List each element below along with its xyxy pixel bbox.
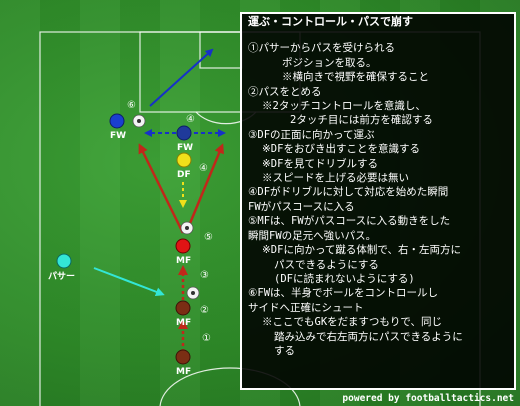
player-label: パサー bbox=[48, 272, 76, 282]
shot-arrow bbox=[149, 48, 214, 107]
instruction-line: 踏み込みで右左両方にパスできるように bbox=[274, 330, 463, 343]
player-label: FW bbox=[110, 131, 127, 141]
step-number: ③ bbox=[200, 270, 209, 281]
player-label: MF bbox=[176, 256, 192, 266]
player-mf-red bbox=[175, 238, 191, 254]
step-number: ⑥ bbox=[127, 100, 136, 111]
center-circle bbox=[159, 367, 301, 406]
player-fw-left bbox=[109, 113, 125, 129]
instruction-line: ①パサーからパスを受けられる bbox=[248, 42, 395, 55]
instruction-line: ※DFに向かって蹴る体制で、右・左両方に bbox=[262, 244, 461, 257]
instruction-line: FWがパスコースに入る bbox=[248, 200, 355, 213]
ball-icon bbox=[132, 114, 146, 128]
player-label: FW bbox=[177, 143, 194, 153]
instruction-line: ※横向きで視野を確保すること bbox=[282, 71, 429, 84]
instruction-line: パスできるようにする bbox=[274, 258, 379, 271]
instruction-line: (DFに読まれないようにする) bbox=[274, 272, 415, 285]
goal-area bbox=[199, 31, 243, 69]
instruction-line: ポジションを取る。 bbox=[282, 56, 377, 69]
step-number: ② bbox=[200, 305, 209, 316]
instruction-line: 2タッチ目には前方を確認する bbox=[290, 114, 433, 127]
instruction-line: ②パスをとめる bbox=[248, 85, 322, 98]
instruction-line: する bbox=[274, 344, 295, 357]
instruction-line: 瞬間FWの足元へ強いパス。 bbox=[248, 229, 377, 242]
player-label: DF bbox=[177, 170, 191, 180]
player-passer bbox=[56, 253, 72, 269]
player-mf-brown-upper bbox=[175, 300, 191, 316]
step-number: ④ bbox=[199, 163, 208, 174]
instruction-line: ※DFをおびき出すことを意識する bbox=[262, 143, 420, 156]
run-left-arrow bbox=[138, 143, 185, 234]
instruction-line: ※2タッチコントロールを意識し、 bbox=[262, 100, 426, 113]
instruction-line: ⑤MFは、FWがパスコースに入る動きをした bbox=[248, 215, 451, 228]
step-number: ⑤ bbox=[204, 232, 213, 243]
player-label: MF bbox=[176, 367, 192, 377]
players bbox=[56, 113, 192, 365]
passer-pass-arrow bbox=[93, 267, 165, 297]
panel-title: 運ぶ・コントロール・パスで崩す bbox=[248, 15, 413, 28]
instruction-panel: 運ぶ・コントロール・パスで崩す ①パサーからパスを受けられるポジションを取る。 ※… bbox=[240, 12, 516, 390]
player-df bbox=[176, 152, 192, 168]
instruction-line: ④DFがドリブルに対して対応を始めた瞬間 bbox=[248, 186, 449, 199]
instruction-line: サイドへ正確にシュート bbox=[248, 301, 364, 314]
player-label: MF bbox=[176, 318, 192, 328]
balls bbox=[132, 114, 200, 300]
step-number: ① bbox=[202, 333, 211, 344]
pass-arrows bbox=[144, 48, 226, 137]
instruction-line: ⑥FWは、半身でボールをコントロールし bbox=[248, 287, 439, 300]
ball-icon bbox=[186, 286, 200, 300]
instruction-line: ※DFを見てドリブルする bbox=[262, 157, 378, 170]
player-mf-brown-lower bbox=[175, 349, 191, 365]
player-fw-center bbox=[176, 125, 192, 141]
instruction-line: ※スピードを上げる必要は無い bbox=[262, 172, 409, 185]
instruction-line: ③DFの正面に向かって運ぶ bbox=[248, 128, 375, 141]
run-arrows bbox=[138, 143, 224, 352]
step-number: ④ bbox=[186, 114, 195, 125]
run-right-arrow bbox=[184, 143, 224, 234]
instruction-line: ※ここでもGKをだますつもりで、同じ bbox=[262, 316, 443, 329]
ball-icon bbox=[180, 221, 194, 235]
credit-text: powered by footballtactics.net bbox=[342, 393, 514, 404]
